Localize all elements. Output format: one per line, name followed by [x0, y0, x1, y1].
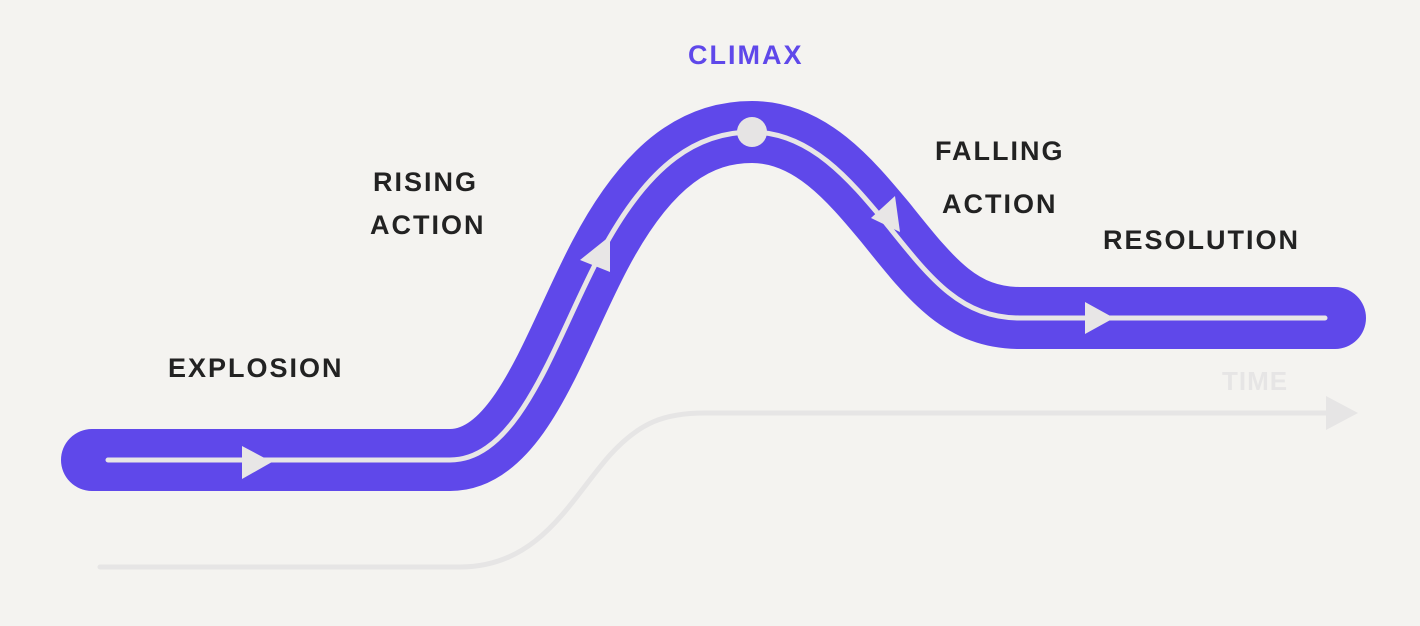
- direction-arrow-icon: [871, 196, 900, 232]
- direction-arrow-icon: [242, 446, 272, 479]
- label-falling-1: FALLING: [935, 136, 1065, 166]
- label-climax: CLIMAX: [688, 40, 804, 70]
- climax-dot: [737, 117, 767, 147]
- direction-arrow-icon: [580, 236, 610, 272]
- label-time: TIME: [1222, 366, 1289, 396]
- label-resolution: RESOLUTION: [1103, 225, 1301, 255]
- time-axis: [97, 396, 1358, 570]
- label-rising-1: RISING: [373, 167, 479, 197]
- time-arrow-icon: [1326, 396, 1358, 430]
- direction-arrow-icon: [1085, 302, 1114, 334]
- label-falling-2: ACTION: [942, 189, 1058, 219]
- label-rising-2: ACTION: [370, 210, 486, 240]
- story-arc: [61, 101, 1366, 491]
- label-exposition: EXPLOSION: [168, 353, 344, 383]
